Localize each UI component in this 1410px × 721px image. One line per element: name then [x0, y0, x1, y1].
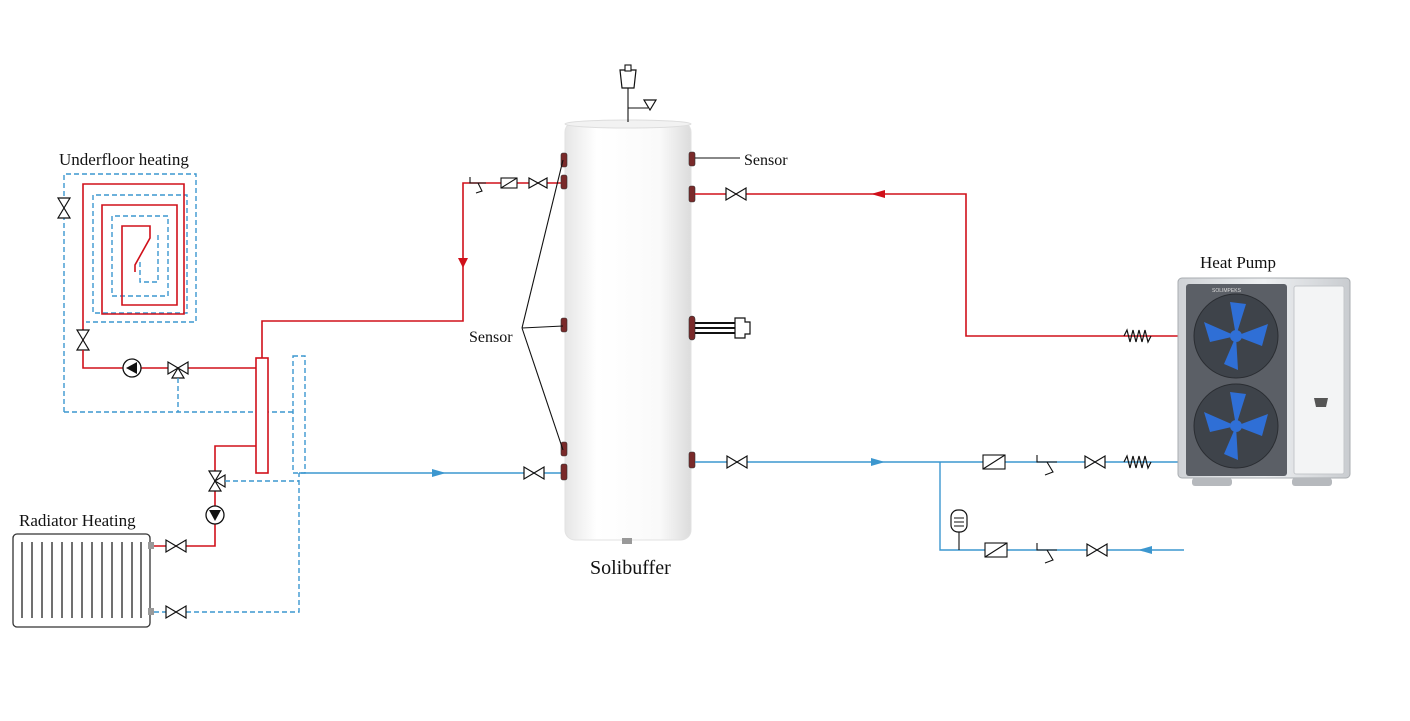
underfloor-heating-label: Underfloor heating [59, 150, 189, 169]
check-valve-icon [500, 177, 518, 189]
strainer-icon [1036, 455, 1057, 476]
strainer-icon [469, 177, 486, 194]
air-vent-icon [619, 64, 658, 122]
underfloor-heating: Underfloor heating [56, 150, 296, 413]
radiator-heating-label: Radiator Heating [19, 511, 136, 530]
buffer-label: Solibuffer [590, 557, 671, 579]
fan-icon [1193, 383, 1279, 469]
valve-icon [1086, 542, 1108, 558]
flow-arrow-icon [871, 458, 885, 466]
valve-icon [523, 465, 545, 481]
check-valve-icon [982, 454, 1006, 470]
strainer-icon [1036, 543, 1057, 564]
flow-arrow-icon [1138, 546, 1152, 554]
brand-label: SOLIMPEKS [1212, 288, 1242, 294]
valve-icon [56, 197, 72, 219]
flow-arrow-icon [432, 469, 446, 477]
heat-pump-circuit [695, 186, 1184, 564]
heat-pump-label: Heat Pump [1200, 253, 1276, 272]
pump-icon [122, 358, 142, 378]
electric-heater-icon [695, 317, 751, 339]
valve-icon [165, 538, 187, 554]
sensor-leads [521, 159, 564, 451]
fan-icon [1193, 293, 1279, 379]
flow-arrow-icon [871, 190, 885, 198]
flex-hose-icon [1123, 328, 1152, 344]
sensor-label-left: Sensor [469, 329, 513, 346]
valve-icon [528, 176, 548, 190]
flow-arrow-icon [458, 258, 468, 268]
solibuffer-tank: Sensor Sensor Solibuffer [469, 64, 788, 579]
check-valve-icon [984, 542, 1008, 558]
radiator-heating: Radiator Heating [12, 445, 300, 628]
expansion-vessel-icon [950, 509, 968, 550]
handle-icon [1314, 398, 1328, 407]
valve-icon [1084, 454, 1106, 470]
valve-icon [726, 454, 748, 470]
valve-icon [165, 604, 187, 620]
valve-icon [75, 329, 91, 351]
mixing-valve-icon [207, 470, 226, 492]
low-loss-header [255, 176, 563, 481]
valve-icon [725, 186, 747, 202]
sensor-label-top: Sensor [744, 152, 788, 169]
pump-icon [205, 505, 225, 525]
flex-hose-icon [1123, 454, 1152, 470]
mixing-valve-icon [167, 360, 189, 379]
heat-pump-unit: Heat Pump SOLIMPEKS [1177, 253, 1351, 486]
